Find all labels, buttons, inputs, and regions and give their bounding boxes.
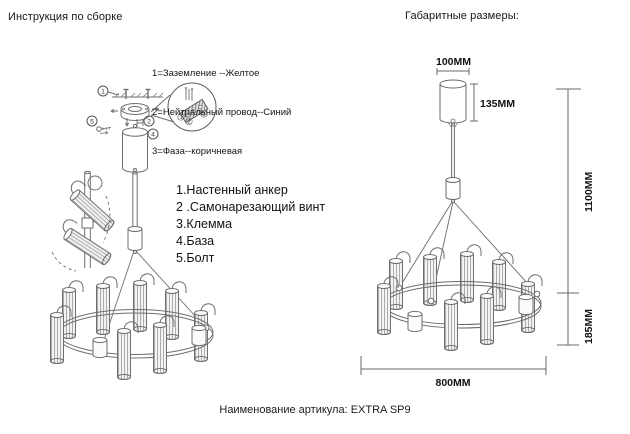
parts-list-item-1: 1.Настенный анкер <box>176 183 288 197</box>
callout-anchor-number: 1 <box>101 89 105 96</box>
terminal-block <box>179 98 209 124</box>
dim-canopy-width: 100MM <box>436 56 471 75</box>
callout-bolt: 5 <box>86 115 112 135</box>
dim-canopy-height-label: 135MM <box>480 98 515 110</box>
parts-list-item-3: 3.Клемма <box>176 217 233 231</box>
base-cylinder <box>122 123 148 173</box>
dim-ring-diameter-label: 800MM <box>435 377 470 389</box>
callout-bolt-number: 5 <box>90 119 94 126</box>
wire-3-number: 3 <box>202 112 205 118</box>
article-name: Наименование артикула: EXTRA SP9 <box>219 404 411 416</box>
dim-total-height: 1100MM 185MM <box>556 88 595 346</box>
dimensions-diagram: 100MM 135MM <box>360 56 595 389</box>
callout-screw-number: 2 <box>147 119 151 126</box>
assembly-title: Инструкция по сборке <box>8 11 123 23</box>
parts-list-item-2: 2 .Самонарезающий винт <box>176 200 326 214</box>
parts-list: 1.Настенный анкер 2 .Самонарезающий винт… <box>176 182 325 267</box>
rotation-arc-2 <box>51 251 77 272</box>
dim-rod <box>445 123 461 203</box>
dimensions-title: Габаритные размеры: <box>405 10 519 22</box>
wire-1-number: 1 <box>179 115 182 121</box>
wiring-detail-circle: 1 2 3 <box>150 82 217 132</box>
rotation-arc <box>102 195 111 244</box>
wire-2-number: 2 <box>187 120 190 126</box>
dim-canopy-width-label: 100MM <box>436 56 471 68</box>
wiring-legend-line-2: 2=Нейтральный провод--Синий <box>152 107 292 118</box>
dim-shade-height-label: 185MM <box>583 309 595 344</box>
wiring-legend: 1=Заземление --Желтое 2=Нейтральный пров… <box>152 41 291 184</box>
parts-list-item-5: 5.Болт <box>176 251 215 265</box>
hanging-loop <box>87 175 103 191</box>
shade-mounting-detail <box>51 170 121 272</box>
callout-anchor: 1 <box>97 85 120 97</box>
callout-screw: 2 <box>143 115 155 127</box>
suspension-rod <box>132 171 138 227</box>
wiring-legend-line-3: 3=Фаза--коричневая <box>152 146 243 157</box>
dim-suspension-height-label: 1100MM <box>583 171 595 212</box>
ceiling-anchors <box>112 88 164 99</box>
dim-ring-diameter: 800MM <box>360 356 547 389</box>
assembly-diagram: 1 2 5 <box>50 82 217 380</box>
parts-list-item-4: 4.База <box>176 234 215 248</box>
dim-canopy <box>439 79 467 128</box>
screw-icon <box>96 126 112 135</box>
wiring-legend-line-1: 1=Заземление --Желтое <box>152 68 260 79</box>
dim-canopy-height: 135MM <box>470 83 515 122</box>
cable-connector <box>127 226 143 254</box>
callout-base-number: 4 <box>151 132 155 139</box>
